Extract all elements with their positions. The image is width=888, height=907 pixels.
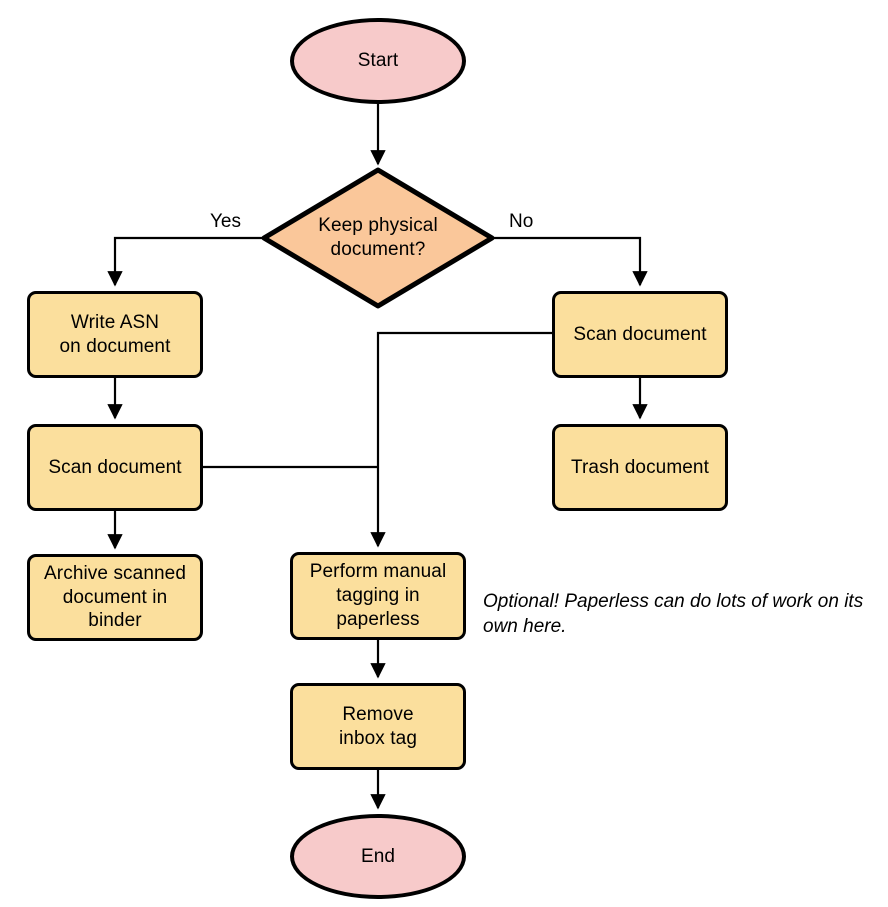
edge-no-to-scan-right [492, 236, 648, 287]
node-decision-label: Keep physical document? [264, 214, 492, 262]
node-archive-label-line3: binder [88, 610, 142, 632]
node-archive-label: Archive scanned document in binder [44, 562, 186, 633]
node-trash-document-label: Trash document [571, 456, 709, 478]
node-perform-manual-tagging[interactable]: Perform manual tagging in paperless [290, 552, 466, 640]
node-manual-tagging-label-line2: tagging in [336, 585, 420, 607]
node-remove-inbox-label-line1: Remove [342, 703, 414, 725]
node-manual-tagging-label: Perform manual tagging in paperless [310, 560, 447, 631]
node-end-label: End [360, 845, 396, 867]
node-scan-document-right-label: Scan document [573, 323, 707, 345]
annotation-optional-note: Optional! Paperless can do lots of work … [483, 591, 864, 638]
node-archive-label-line1: Archive scanned [44, 562, 186, 584]
node-scan-document-right[interactable]: Scan document [552, 291, 728, 378]
node-trash-document[interactable]: Trash document [552, 424, 728, 511]
node-manual-tagging-label-line1: Perform manual [309, 561, 447, 583]
node-decision-label-line1: Keep physical [318, 215, 438, 237]
edge-label-yes: Yes [210, 211, 241, 232]
node-start[interactable]: Start [290, 18, 466, 104]
node-end[interactable]: End [290, 814, 466, 899]
node-decision-keep-physical-document[interactable]: Keep physical document? [264, 170, 492, 306]
node-scan-document-left-label: Scan document [48, 456, 182, 478]
node-start-label: Start [357, 50, 399, 72]
node-write-asn-label-line2: on document [59, 335, 171, 357]
node-archive-scanned-document[interactable]: Archive scanned document in binder [27, 554, 203, 641]
node-remove-inbox-tag[interactable]: Remove inbox tag [290, 683, 466, 770]
edge-yes-to-write-asn [107, 236, 264, 287]
node-remove-inbox-label-line2: inbox tag [338, 727, 417, 749]
node-write-asn-label-line1: Write ASN [70, 311, 160, 333]
node-decision-label-line2: document? [330, 239, 426, 260]
node-write-asn-label: Write ASN on document [60, 311, 171, 359]
node-remove-inbox-label: Remove inbox tag [339, 703, 417, 751]
edge-label-no: No [509, 211, 534, 232]
node-manual-tagging-label-line3: paperless [336, 608, 420, 630]
node-scan-document-left[interactable]: Scan document [27, 424, 203, 511]
node-archive-label-line2: document in [62, 586, 168, 608]
edge-scan-right-to-manual-tagging [370, 331, 552, 548]
node-write-asn-on-document[interactable]: Write ASN on document [27, 291, 203, 378]
